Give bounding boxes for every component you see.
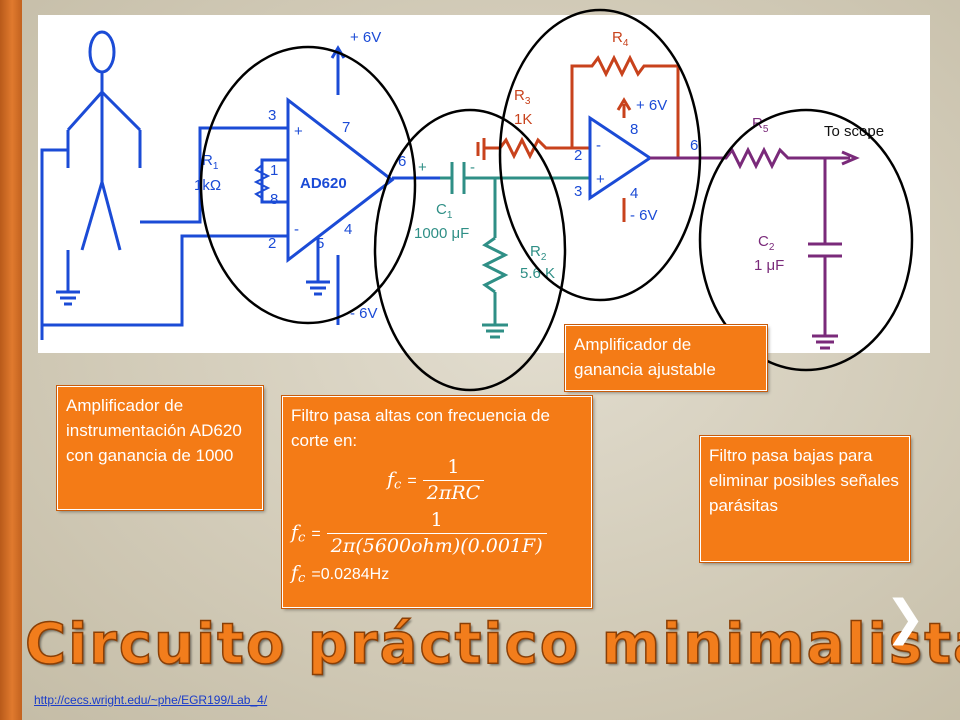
- next-slide-chevron-icon[interactable]: ❯: [885, 590, 926, 646]
- low-pass-wiring: [650, 146, 860, 350]
- ad620-minus-sign: -: [294, 221, 299, 238]
- svg-text:5: 5: [316, 235, 324, 252]
- svg-text:6: 6: [690, 137, 698, 154]
- svg-text:6: 6: [398, 153, 406, 170]
- slide-title: Circuito práctico minimalista: [24, 611, 960, 678]
- svg-text:7: 7: [342, 119, 350, 136]
- c1-value: 1000 μF: [414, 225, 469, 242]
- stick-figure: [66, 30, 142, 251]
- svg-text:- 6V: - 6V: [630, 207, 658, 224]
- source-link[interactable]: http://cecs.wright.edu/~phe/EGR199/Lab_4…: [34, 693, 268, 707]
- svg-text:8: 8: [270, 191, 278, 208]
- svg-text:R1: R1: [202, 152, 219, 172]
- callout-adjustable-gain: Amplificador de ganancia ajustable: [564, 324, 768, 392]
- svg-text:-: -: [470, 159, 475, 176]
- ad620-label: AD620: [300, 175, 347, 192]
- stage-outlines: [199, 8, 914, 392]
- accent-sidebar: [0, 0, 22, 720]
- svg-text:C2: C2: [758, 233, 775, 253]
- svg-text:+: +: [418, 159, 427, 176]
- high-pass-labels: + - C1 1000 μF R2 5.6 K: [414, 159, 555, 282]
- supply-pos-label: + 6V: [350, 29, 381, 46]
- svg-text:R3: R3: [514, 87, 531, 107]
- r1-value: 1kΩ: [194, 177, 221, 194]
- gain-opamp: [588, 115, 653, 201]
- equation-fc-result: fc =0.0284Hz: [291, 562, 390, 586]
- callout-low-pass: Filtro pasa bajas para eliminar posibles…: [699, 435, 911, 563]
- svg-text:2: 2: [574, 147, 582, 164]
- svg-text:8: 8: [630, 121, 638, 138]
- callout-instrumentation-amp: Amplificador de instrumentación AD620 co…: [56, 385, 264, 511]
- svg-text:3: 3: [574, 183, 582, 200]
- svg-text:4: 4: [344, 221, 352, 238]
- svg-text:3: 3: [268, 107, 276, 124]
- adjustable-gain-labels: - + R4 R3 1K + 6V 8 2 3 4 6 - 6V: [514, 29, 698, 224]
- low-pass-labels: R5 To scope C2 1 μF: [752, 115, 884, 274]
- svg-text:-: -: [596, 137, 601, 154]
- svg-text:R2: R2: [530, 243, 547, 263]
- svg-text:C1: C1: [436, 201, 453, 221]
- r1-resistor: [253, 164, 271, 199]
- svg-text:+: +: [596, 171, 605, 188]
- c2-value: 1 μF: [754, 257, 784, 274]
- r3-value: 1K: [514, 111, 532, 128]
- callout-high-pass: Filtro pasa altas con frecuencia de cort…: [281, 395, 593, 609]
- svg-text:+ 6V: + 6V: [636, 97, 667, 114]
- supply-neg-label: - 6V: [350, 305, 378, 322]
- svg-text:R4: R4: [612, 29, 629, 49]
- ad620-amplifier: AD620 + -: [286, 96, 395, 264]
- ad620-plus-sign: +: [294, 123, 303, 140]
- svg-text:4: 4: [630, 185, 638, 202]
- diagram-panel: [38, 15, 930, 353]
- high-pass-wiring: [440, 162, 590, 339]
- svg-text:2: 2: [268, 235, 276, 252]
- svg-text:1: 1: [270, 162, 278, 179]
